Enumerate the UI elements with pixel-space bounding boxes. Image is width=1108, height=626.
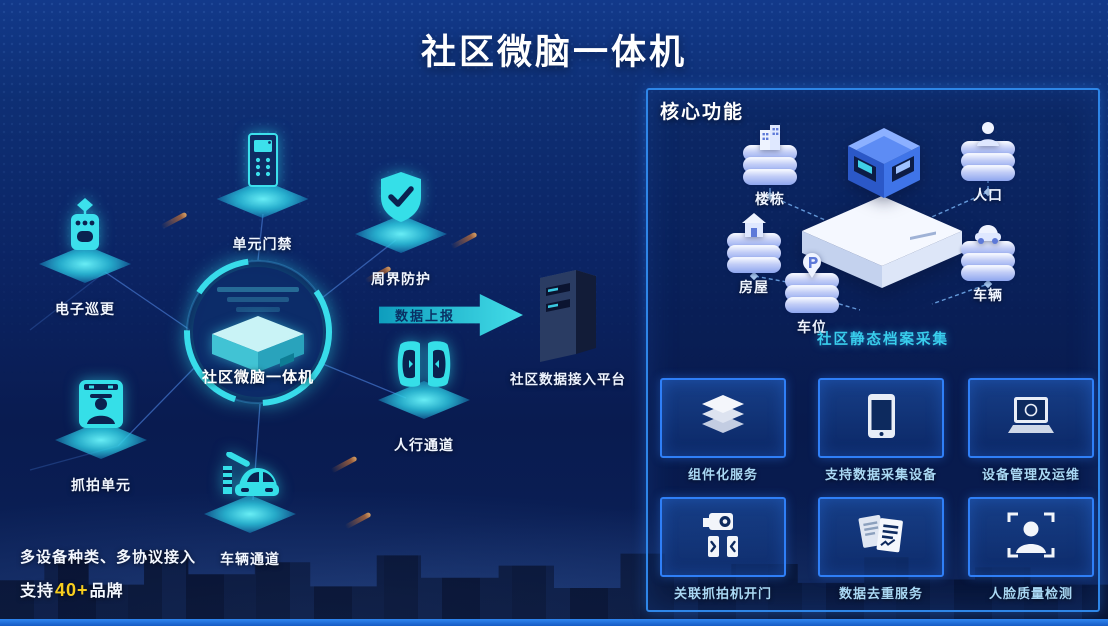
pedestrian-gate-icon [395,338,453,395]
device-node-capture: 抓拍单元 [45,378,157,495]
data-cube-icon [848,128,920,198]
server-icon [540,270,596,362]
hub-community-microbrain: 社区微脑一体机 [182,256,334,408]
database-stack [785,273,839,313]
device-label: 人行通道 [394,437,454,453]
parking-db-icon [799,252,825,283]
db-node-label: 车位 [797,319,827,335]
database-stack [961,141,1015,181]
person-db-icon [975,120,1001,151]
mobile-device-icon [858,392,904,445]
device-label: 车辆通道 [220,551,280,567]
footnote-highlight: 40+ [55,580,89,600]
feature-card-label: 支持数据采集设备 [824,467,937,482]
comet-streak [160,211,188,230]
db-node-buildings: 楼栋 [736,124,804,209]
intercom-icon [244,133,282,194]
device-label: 抓拍单元 [71,477,131,493]
feature-card-label: 人脸质量检测 [988,586,1073,601]
db-node-label: 楼栋 [755,191,785,207]
feature-card-data-collection-devices [818,378,944,458]
footnote-line1: 多设备种类、多协议接入 [20,549,197,566]
feature-card-camera-door-open [660,497,786,577]
device-label: 周界防护 [371,271,431,287]
core-functions-panel: 核心功能 [646,88,1100,612]
device-label: 电子巡更 [55,301,115,317]
device-node-perimeter: 周界防护 [345,170,457,289]
device-node-door-access: 单元门禁 [205,133,320,254]
database-stack [743,145,797,185]
feature-card-label: 设备管理及运维 [981,467,1080,482]
hub-label: 社区微脑一体机 [201,369,314,386]
collection-platform [802,196,962,288]
vehicle-barrier-icon [219,451,281,509]
feature-card-label: 组件化服务 [687,467,758,482]
footnote-prefix: 支持 [20,583,55,600]
db-node-parking: 车位 [778,252,846,337]
layers-icon [698,393,748,444]
patrol-icon [63,198,107,259]
db-node-vehicles: 车辆 [954,220,1022,305]
page-title: 社区微脑一体机 [420,33,687,72]
database-stack [727,233,781,273]
feature-card-device-management [968,378,1094,458]
feature-card-label: 数据去重服务 [838,586,923,601]
device-node-pedestrian: 人行通道 [368,338,480,455]
access-platform-node: 社区数据接入平台 [510,262,625,388]
database-stack [961,241,1015,281]
db-node-label: 人口 [973,187,1003,203]
collection-caption: 社区静态档案采集 [817,332,949,348]
device-node-vehicle: 车辆通道 [194,451,306,569]
feature-card-deduplication [818,497,944,577]
footnote-suffix: 品牌 [89,583,124,600]
data-upload-arrow: 数据上报 [379,294,523,336]
footnote: 多设备种类、多协议接入 支持40+品牌 [20,546,196,601]
building-db-icon [757,124,783,155]
house-db-icon [741,212,767,243]
arrow-label: 数据上报 [395,308,456,324]
panel-header: 核心功能 [660,102,745,123]
edge-device-icon [212,316,304,372]
device-label: 单元门禁 [232,236,293,252]
footnote-line2: 支持40+品牌 [20,577,196,601]
face-scan-icon [1006,511,1056,564]
feature-card-component-services [660,378,786,458]
hub-data-bars [216,282,300,312]
documents-icon [856,511,906,564]
bottom-accent-bar [0,619,1108,626]
shield-check-icon [377,170,425,229]
camera-gate-icon [700,511,746,564]
car-db-icon [974,220,1002,251]
face-capture-icon [77,378,125,435]
feature-card-face-quality [968,497,1094,577]
access-platform-label: 社区数据接入平台 [510,372,626,387]
db-node-population: 人口 [954,120,1022,205]
db-node-houses: 房屋 [720,212,788,297]
laptop-icon [1005,395,1057,442]
feature-card-label: 关联抓拍机开门 [673,586,772,601]
device-node-patrol: 电子巡更 [30,198,140,319]
db-node-label: 车辆 [973,287,1003,303]
db-node-label: 房屋 [739,279,769,295]
